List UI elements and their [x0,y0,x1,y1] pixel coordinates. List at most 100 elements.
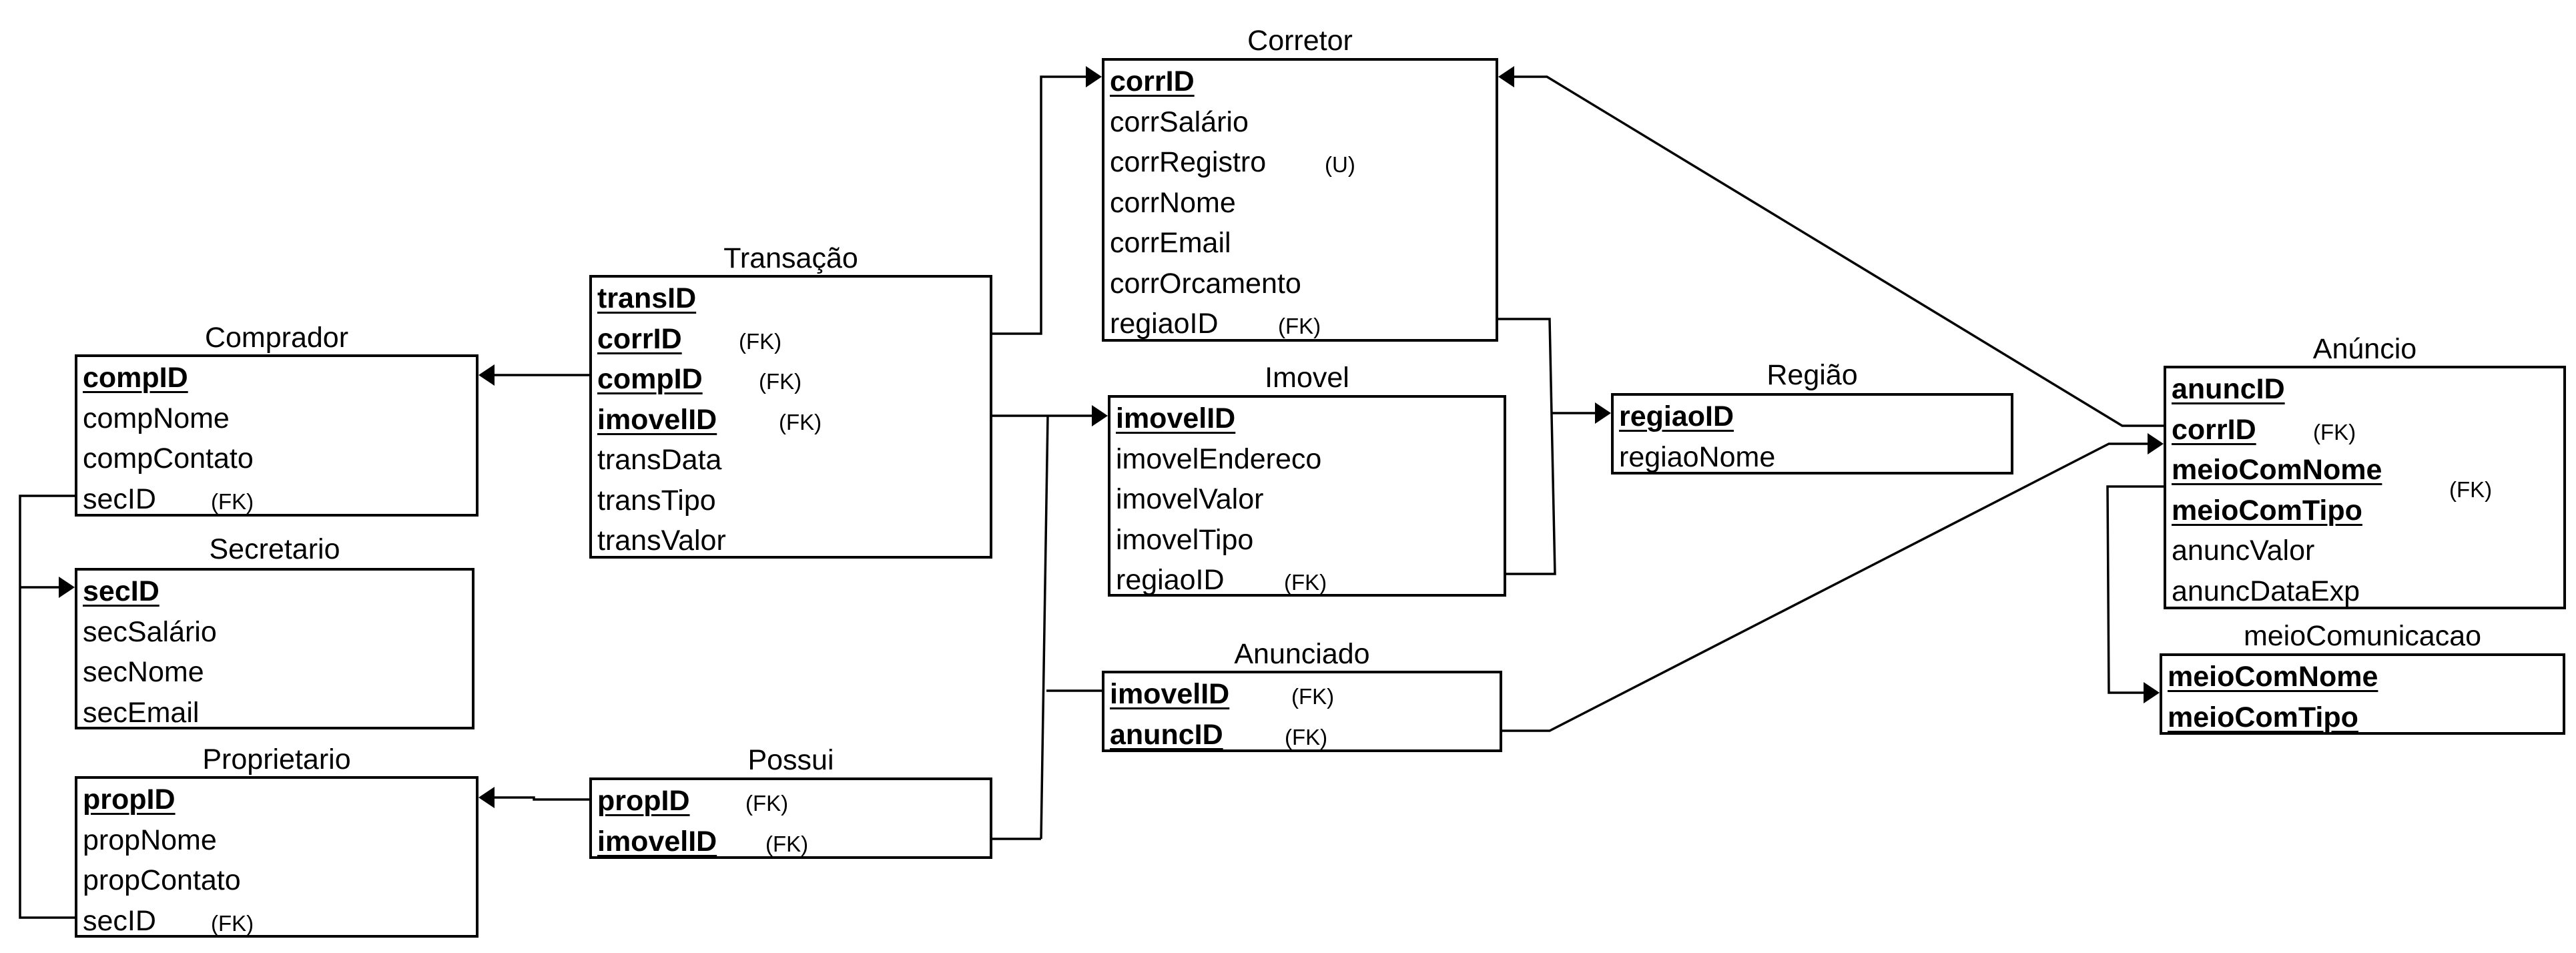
attribute-imovel-0: imovelID [1116,402,1236,434]
entity-transacao: transID corrID (FK) compID (FK) imovelID (FK) t… [589,275,992,559]
line-imovel-bus [1040,415,1049,840]
attribute-comprador-0: compID [83,362,188,394]
attribute-anunciado-1: anuncID [1110,718,1223,751]
attribute-transacao-1: corrID [597,322,682,355]
entity-title-anuncio: Anúncio [2312,333,2417,365]
attribute-anuncio-0: anuncID [2172,373,2285,405]
line-anuncio-meio [2106,485,2164,694]
attribute-imovel-3: imovelTipo [1116,523,1254,556]
attribute-corretor-4: corrEmail [1110,227,1231,259]
entity-anuncio: anuncID corrID (FK) meioComNome meioComTipo a… [2164,366,2566,609]
attribute-possui-0: propID [597,785,690,817]
attribute-meioComunicacao-1: meioComTipo [2168,701,2358,733]
attribute-tag-transacao-3: (FK) [779,409,822,434]
line-transacao-corretor [992,75,1094,335]
line-anuncio-corretor [1508,75,2164,427]
attribute-corretor-3: corrNome [1110,186,1236,219]
attribute-corretor-0: corrID [1110,65,1195,97]
attribute-possui-1: imovelID [597,825,717,858]
arrow-proprietario [478,787,495,808]
entity-meioComunicacao: meioComNome meioComTipo [2160,653,2565,735]
attribute-anunciado-0: imovelID [1110,678,1230,710]
attribute-tag-proprietario-3: (FK) [211,910,254,936]
attribute-transacao-4: transData [597,444,722,476]
attribute-transacao-3: imovelID [597,403,717,436]
entity-proprietario: propID propNome propContato secID (FK) [75,776,478,938]
entity-imovel: imovelID imovelEndereco imovelValor imovelT… [1108,395,1506,597]
entity-title-possui: Possui [747,744,834,776]
attribute-corretor-6: regiaoID [1110,308,1219,340]
attribute-comprador-3: secID [83,483,156,515]
attribute-anuncio-1: corrID [2172,413,2256,446]
entity-secretario: secID secSalário secNome secEmail [75,568,474,729]
attribute-tag-possui-0: (FK) [745,791,789,816]
entity-comprador: compID compNome compContato secID (FK) [75,354,478,517]
attribute-regiao-1: regiaoNome [1619,440,1776,473]
arrow-secretario [59,577,75,598]
entity-corretor: corrID corrSalário corrRegistro (U) corrNome… [1102,58,1498,342]
line-comprador-secretario [19,495,75,919]
attribute-corretor-2: corrRegistro [1110,146,1267,178]
attribute-secretario-1: secSalário [83,615,217,648]
attribute-transacao-5: transTipo [597,484,716,517]
entity-anunciado: imovelID (FK) anuncID (FK) [1102,671,1502,752]
attribute-comprador-1: compNome [83,402,230,434]
attribute-transacao-0: transID [597,282,697,314]
attribute-tag-imovel-4: (FK) [1284,570,1327,595]
line-anunciado-anuncio [1502,442,2156,732]
attribute-tag-anuncio-1: (FK) [2313,419,2356,444]
attribute-imovel-1: imovelEndereco [1116,442,1322,475]
arrow-imovel [1092,405,1108,426]
attribute-tag-possui-1: (FK) [765,831,809,856]
entity-title-corretor: Corretor [1247,25,1353,57]
arrow-comprador [478,364,495,386]
arrow-meiocomunicacao [2144,682,2160,703]
attribute-tag-transacao-1: (FK) [739,328,782,354]
attribute-proprietario-3: secID [83,904,156,937]
line-corretor-regiao [1498,318,1556,575]
attribute-tag-transacao-2: (FK) [759,369,802,394]
attribute-anuncio-2: meioComNome [2172,454,2382,486]
attribute-tag-anunciado-1: (FK) [1285,724,1328,749]
anuncio-group-fk-tag: (FK) [2449,477,2493,502]
entity-title-comprador: Comprador [204,322,349,354]
attribute-imovel-4: regiaoID [1116,564,1225,596]
attribute-secretario-0: secID [83,575,159,607]
attribute-tag-corretor-6: (FK) [1278,314,1321,338]
entity-title-regiao: Região [1766,359,1858,391]
attribute-corretor-5: corrOrcamento [1110,267,1301,300]
attribute-proprietario-2: propContato [83,864,241,896]
entity-possui: propID (FK) imovelID (FK) [589,777,992,859]
arrow-anuncio [2148,433,2164,454]
entity-title-secretario: Secretario [209,533,340,565]
arrow-corretor-from-transacao [1086,66,1102,87]
attribute-tag-comprador-3: (FK) [211,489,254,514]
attribute-tag-anunciado-0: (FK) [1291,684,1335,709]
attribute-secretario-3: secEmail [83,696,200,729]
attribute-anuncio-3: meioComTipo [2172,494,2362,527]
attribute-proprietario-0: propID [83,783,176,816]
attribute-proprietario-1: propNome [83,824,217,856]
attribute-anuncio-5: anuncDataExp [2172,575,2360,607]
entity-title-transacao: Transação [723,242,858,274]
attribute-tag-corretor-2: (U) [1325,152,1355,177]
attribute-anuncio-4: anuncValor [2172,535,2315,567]
line-possui-proprietario [487,796,589,801]
attribute-transacao-2: compID [597,363,703,395]
attribute-meioComunicacao-0: meioComNome [2168,661,2378,693]
entity-title-proprietario: Proprietario [202,743,351,775]
attribute-corretor-1: corrSalário [1110,105,1249,138]
entity-regiao: regiaoID regiaoNome [1611,393,2013,474]
attribute-imovel-2: imovelValor [1116,483,1264,515]
arrow-regiao [1595,402,1611,424]
attribute-secretario-2: secNome [83,656,204,688]
entity-title-anunciado: Anunciado [1234,638,1370,670]
attribute-regiao-0: regiaoID [1619,400,1734,432]
attribute-comprador-2: compContato [83,442,254,474]
attribute-transacao-6: transValor [597,525,726,557]
entity-title-imovel: Imovel [1265,362,1349,394]
arrow-corretor-from-anuncio [1498,66,1514,87]
entity-title-meioComunicacao: meioComunicacao [2243,620,2482,652]
